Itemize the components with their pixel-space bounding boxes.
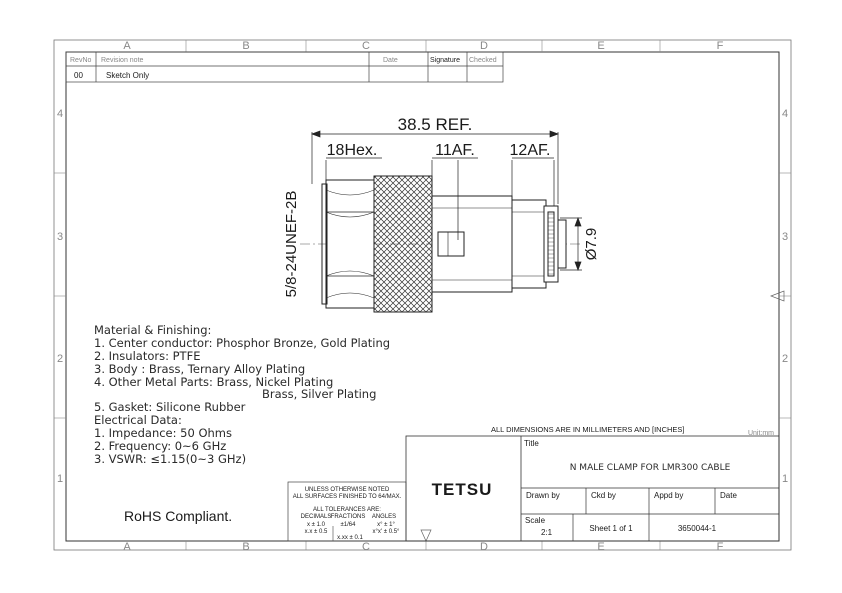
zone-col-f-bottom: F — [717, 541, 724, 553]
rev-header-signature: Signature — [430, 57, 460, 64]
note-line-9: 1. Impedance: 50 Ohms — [94, 426, 232, 440]
tol-dec-2: x.x ± 0.5 — [305, 529, 328, 535]
tol-ang-2: x°x' ± 0.5° — [373, 529, 401, 535]
scale-value: 2:1 — [541, 528, 553, 537]
rohs-label: RoHS Compliant. — [124, 508, 232, 524]
tol-ang-1: x° ± 1° — [377, 522, 395, 528]
tol-line-3: ALL TOLERANCES ARE: — [313, 507, 381, 513]
note-line-3: 2. Insulators: PTFE — [94, 349, 200, 363]
note-line-6: Brass, Silver Plating — [262, 387, 376, 401]
rev-header-checked: Checked — [469, 57, 497, 64]
rev-row-note: Sketch Only — [106, 71, 149, 80]
zone-row-2-right: 2 — [782, 353, 788, 365]
zone-col-a-bottom: A — [123, 541, 131, 553]
zone-row-2-left: 2 — [57, 353, 63, 365]
note-line-10: 2. Frequency: 0~6 GHz — [94, 439, 226, 453]
rev-header-date: Date — [383, 57, 398, 64]
zone-col-a-top: A — [123, 40, 131, 52]
tol-angles: ANGLES — [372, 514, 396, 520]
tol-line-2: ALL SURFACES FINISHED TO 64/MAX. — [293, 494, 402, 500]
zone-col-c-bottom: C — [362, 541, 370, 553]
tol-decimals: DECIMALS — [301, 514, 332, 520]
connector-drawing — [300, 175, 580, 313]
tol-dec-1: x ± 1.0 — [307, 522, 326, 528]
tol-fractions: FRACTIONS — [331, 514, 366, 520]
dim-af1: 11AF. — [435, 142, 475, 159]
dim-overall-length: 38.5 REF. — [398, 115, 473, 134]
material-notes: Material & Finishing: 1. Center conducto… — [94, 323, 390, 466]
zone-col-b-bottom: B — [242, 541, 249, 553]
note-line-4: 3. Body : Brass, Ternary Alloy Plating — [94, 362, 305, 376]
outer-frame — [53, 39, 792, 551]
zone-col-f-top: F — [717, 40, 724, 52]
zone-row-4-left: 4 — [57, 108, 63, 120]
tolerance-block: UNLESS OTHERWISE NOTED ALL SURFACES FINI… — [287, 481, 407, 542]
zone-col-e-top: E — [597, 40, 604, 52]
ckd-by-label: Ckd by — [591, 491, 616, 500]
zone-col-e-bottom: E — [597, 541, 604, 553]
appd-by-label: Appd by — [654, 491, 683, 500]
tol-line-1: UNLESS OTHERWISE NOTED — [305, 487, 390, 493]
date-label: Date — [720, 491, 737, 500]
revision-table: RevNo Revision note Date Signature Check… — [65, 51, 504, 83]
dim-hex: 18Hex. — [327, 142, 378, 159]
tol-frac: ±1/64 — [341, 522, 357, 528]
rev-row-number: 00 — [74, 71, 83, 80]
note-line-11: 3. VSWR: ≤1.15(0~3 GHz) — [94, 452, 246, 466]
zone-row-1-left: 1 — [57, 473, 63, 485]
note-line-7: 5. Gasket: Silicone Rubber — [94, 400, 246, 414]
zone-row-4-right: 4 — [782, 108, 788, 120]
dim-thread: 5/8-24UNEF-2B — [283, 191, 300, 298]
center-arrow-icon — [770, 290, 785, 302]
company-logo: TETSU — [432, 480, 493, 499]
title-label: Title — [524, 439, 539, 448]
units-note: ALL DIMENSIONS ARE IN MILLIMETERS AND [I… — [491, 425, 685, 434]
drawing-title: N MALE CLAMP FOR LMR300 CABLE — [570, 463, 731, 473]
note-line-2: 1. Center conductor: Phosphor Bronze, Go… — [94, 336, 390, 350]
zone-row-1-right: 1 — [782, 473, 788, 485]
rev-header-note: Revision note — [101, 57, 144, 64]
dimension-lines — [311, 130, 582, 271]
center-arrow-bottom-icon — [420, 529, 432, 542]
zone-col-d-bottom: D — [480, 541, 488, 553]
note-line-1: Material & Finishing: — [94, 323, 211, 337]
zone-col-b-top: B — [242, 40, 249, 52]
dim-af2: 12AF. — [510, 142, 551, 159]
tol-dec-3: x.xx ± 0.1 — [337, 535, 363, 541]
dim-diameter: Ø7.9 — [583, 228, 600, 261]
zone-row-3-right: 3 — [782, 231, 788, 243]
note-line-8: Electrical Data: — [94, 413, 182, 427]
sheet-number: Sheet 1 of 1 — [589, 524, 633, 533]
zone-ticks — [54, 40, 791, 550]
unit-label: Unit:mm — [748, 430, 774, 437]
zone-row-3-left: 3 — [57, 231, 63, 243]
drawn-by-label: Drawn by — [526, 491, 560, 500]
part-number: 3650044-1 — [678, 524, 717, 533]
title-block: ALL DIMENSIONS ARE IN MILLIMETERS AND [I… — [405, 425, 780, 542]
note-line-5: 4. Other Metal Parts: Brass, Nickel Plat… — [94, 375, 333, 389]
zone-col-d-top: D — [480, 40, 488, 52]
zone-col-c-top: C — [362, 40, 370, 52]
scale-label: Scale — [525, 516, 546, 525]
rev-header-revno: RevNo — [70, 57, 92, 64]
zone-labels: A B C D E F A B C D E F 4 3 2 1 4 3 2 1 — [57, 40, 788, 553]
